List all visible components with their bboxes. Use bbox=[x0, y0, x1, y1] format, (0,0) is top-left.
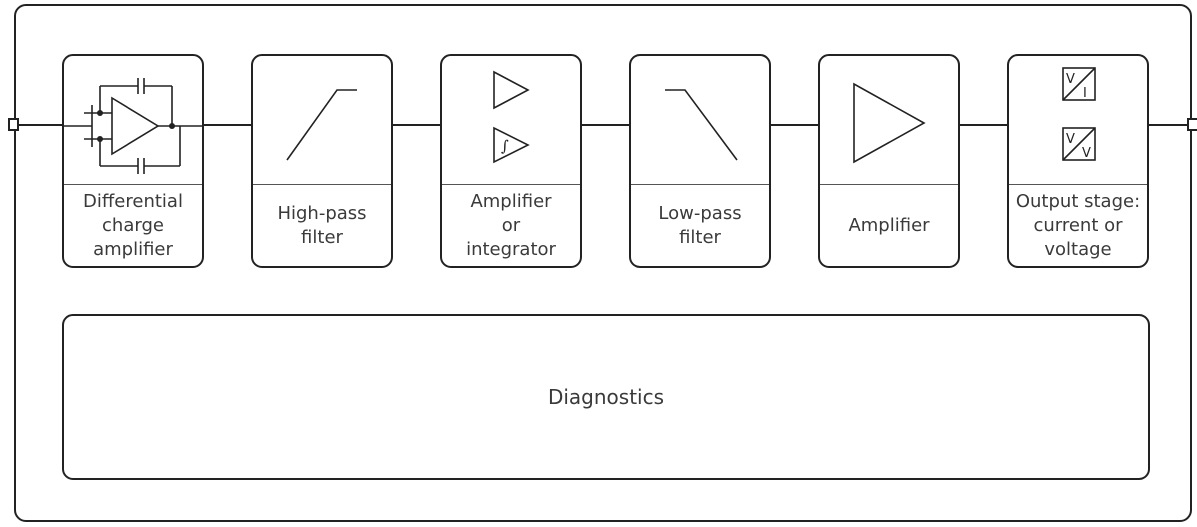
block-output-stage: V I V V Output stage: current or voltage bbox=[1007, 54, 1149, 268]
block-label: Amplifier bbox=[848, 214, 930, 236]
voltage-symbol: V bbox=[1066, 132, 1075, 147]
wire-3-4 bbox=[582, 124, 629, 126]
amplifier-integrator-icon: ∫ bbox=[493, 70, 530, 164]
block-amplifier-or-integrator: ∫ Amplifier or integrator bbox=[440, 54, 582, 268]
integral-symbol: ∫ bbox=[501, 137, 509, 155]
output-port bbox=[1187, 118, 1197, 131]
voltage-symbol: V bbox=[1066, 72, 1075, 87]
voltage-symbol: V bbox=[1082, 146, 1091, 161]
amplifier-icon bbox=[853, 82, 926, 164]
system-enclosure bbox=[14, 4, 1192, 522]
block-divider bbox=[442, 184, 580, 185]
block-divider bbox=[253, 184, 391, 185]
block-label: Differential charge amplifier bbox=[83, 190, 183, 260]
low-pass-filter-icon bbox=[665, 89, 738, 161]
output-wire bbox=[1149, 124, 1187, 126]
wire-1-2 bbox=[204, 124, 251, 126]
block-label: Low-pass filter bbox=[658, 202, 742, 248]
block-differential-charge-amplifier: Differential charge amplifier bbox=[62, 54, 204, 268]
output-stage-icon: V I V V bbox=[1062, 67, 1096, 161]
block-divider bbox=[64, 184, 202, 185]
input-wire bbox=[19, 124, 62, 126]
block-divider bbox=[1009, 184, 1147, 185]
block-low-pass-filter: Low-pass filter bbox=[629, 54, 771, 268]
block-label: Amplifier or integrator bbox=[466, 190, 556, 260]
wire-5-6 bbox=[960, 124, 1007, 126]
differential-charge-amplifier-icon bbox=[64, 78, 202, 174]
wire-4-5 bbox=[771, 124, 818, 126]
current-symbol: I bbox=[1083, 86, 1087, 101]
block-divider bbox=[820, 184, 958, 185]
block-amplifier: Amplifier bbox=[818, 54, 960, 268]
block-divider bbox=[631, 184, 769, 185]
wire-2-3 bbox=[393, 124, 440, 126]
input-port bbox=[8, 118, 19, 131]
diagnostics-block: Diagnostics bbox=[62, 314, 1150, 480]
block-label: High-pass filter bbox=[277, 202, 367, 248]
diagnostics-label: Diagnostics bbox=[547, 385, 665, 409]
high-pass-filter-icon bbox=[286, 89, 357, 161]
block-high-pass-filter: High-pass filter bbox=[251, 54, 393, 268]
block-label: Output stage: current or voltage bbox=[1015, 190, 1141, 260]
